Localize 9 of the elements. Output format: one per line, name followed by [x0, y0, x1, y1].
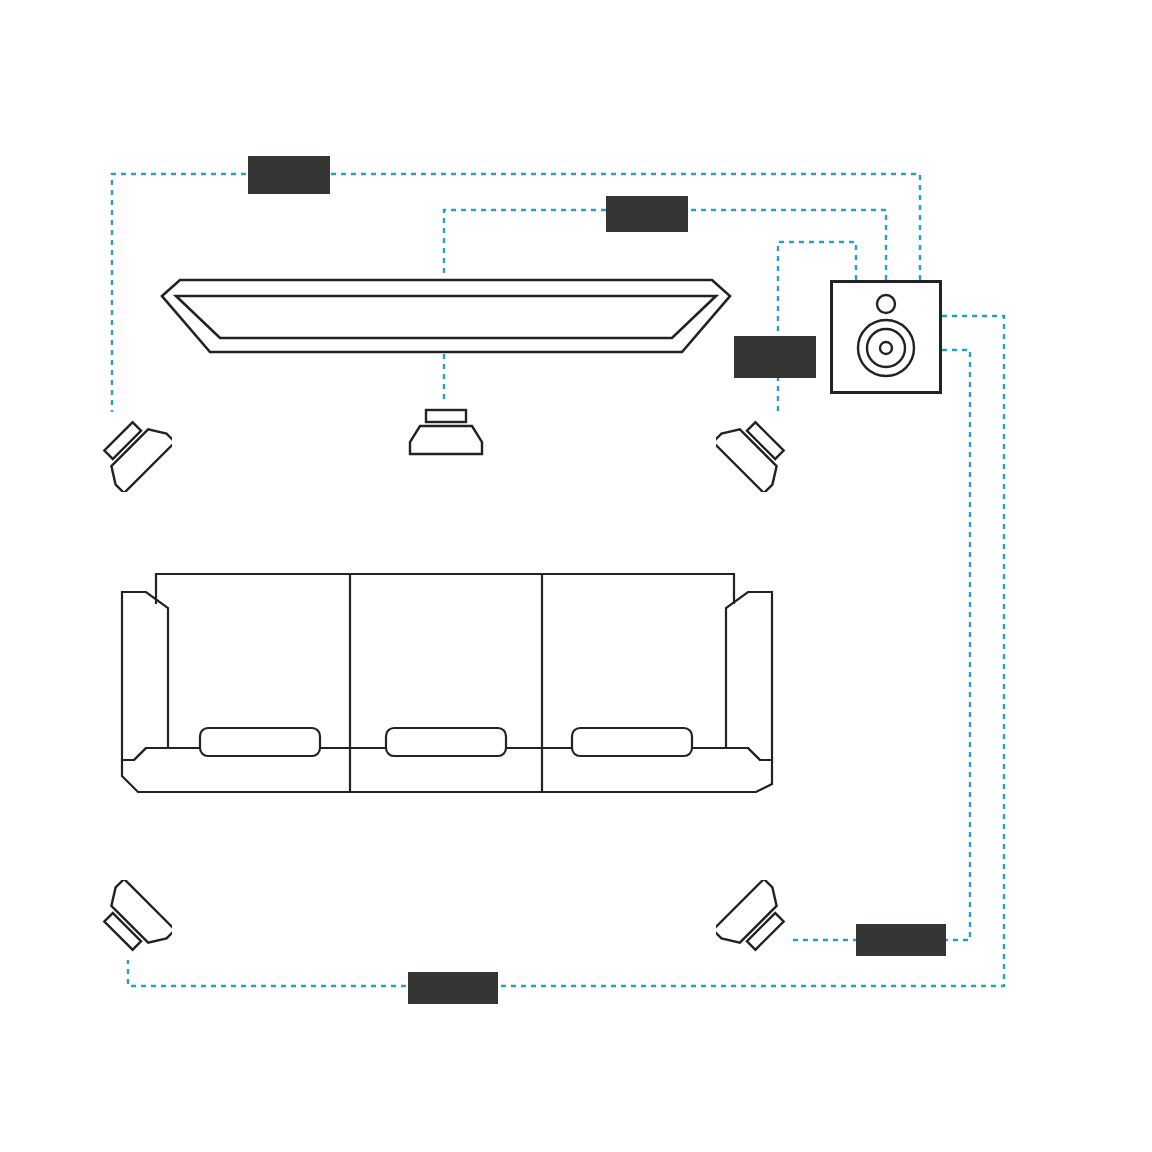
cable-line	[126, 314, 1006, 988]
cable-line	[776, 240, 858, 412]
cable-line	[442, 354, 446, 404]
subwoofer-drawing	[830, 280, 942, 394]
sofa-drawing	[120, 572, 774, 794]
cable-line	[792, 348, 972, 942]
cable-line	[110, 172, 922, 412]
tv-drawing	[160, 278, 732, 354]
speaker-drawing	[406, 404, 486, 460]
